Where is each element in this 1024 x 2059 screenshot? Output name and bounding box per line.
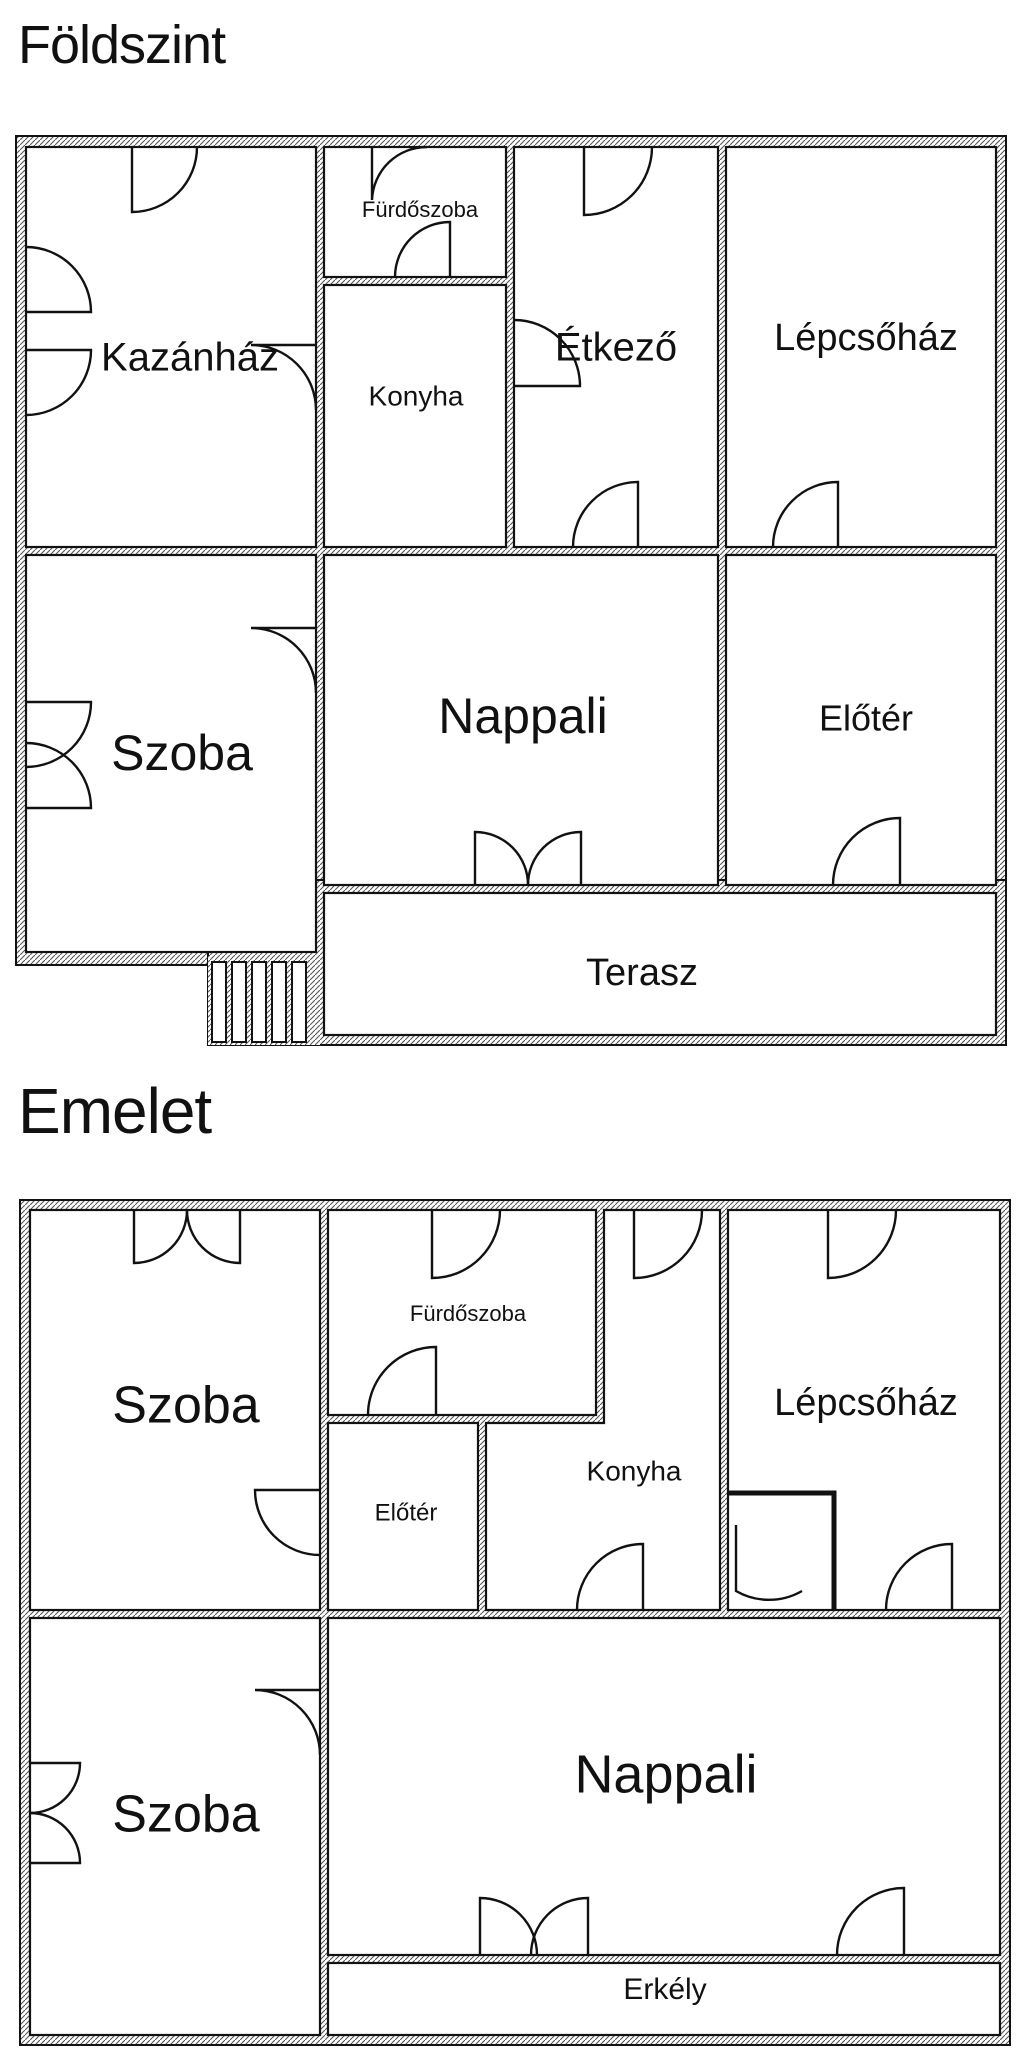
label-szoba-2: Szoba bbox=[112, 1786, 260, 1844]
room-furdoszoba bbox=[322, 145, 508, 279]
room-nappali bbox=[322, 553, 720, 887]
label-szoba: Szoba bbox=[111, 725, 253, 781]
room-etkezo bbox=[512, 145, 720, 549]
room-szoba bbox=[24, 553, 318, 954]
label-eloter: Előtér bbox=[819, 698, 913, 739]
door-konyha-upper-top bbox=[632, 1209, 704, 1280]
door-etkezo-top bbox=[582, 146, 654, 217]
door-stair-shaft bbox=[734, 1525, 803, 1601]
door-szoba2-left-1 bbox=[29, 1761, 82, 1815]
room-szoba-1 bbox=[28, 1208, 322, 1612]
room-erkely bbox=[326, 1961, 1002, 2037]
room-szoba-2 bbox=[28, 1616, 322, 2037]
door-nappali-left-leaf bbox=[473, 830, 530, 886]
door-nappali-upper-right bbox=[835, 1886, 906, 1956]
door-szoba2-right bbox=[254, 1688, 322, 1756]
door-kazanhaz-left-2 bbox=[25, 348, 93, 417]
door-eloter bbox=[831, 816, 902, 886]
room-konyha bbox=[322, 283, 508, 549]
label-eloter-upper: Előtér bbox=[375, 1499, 438, 1526]
room-konyha-upper bbox=[484, 1208, 722, 1612]
label-lepcsohaz-upper: Lépcsőház bbox=[774, 1382, 958, 1424]
ground-floor-plan: Fürdőszoba Kazánház Konyha Étkező Lépcső… bbox=[15, 135, 1007, 1046]
door-szoba-left-1 bbox=[25, 700, 93, 769]
label-terasz: Terasz bbox=[586, 952, 698, 994]
door-szoba-right bbox=[250, 626, 318, 694]
upper-floor-plan: Szoba Fürdőszoba Előtér Konyha Lépcsőház… bbox=[19, 1199, 1011, 2046]
door-lepcsohaz bbox=[771, 480, 840, 548]
room-eloter-upper bbox=[326, 1421, 480, 1612]
label-nappali: Nappali bbox=[438, 688, 608, 744]
label-erkely: Erkély bbox=[623, 1973, 706, 2006]
door-kazanhaz-right bbox=[250, 343, 318, 411]
door-szoba1-right bbox=[253, 1488, 321, 1557]
label-lepcsohaz: Lépcsőház bbox=[774, 317, 958, 359]
label-konyha: Konyha bbox=[369, 380, 464, 411]
room-lepcsohaz bbox=[724, 145, 998, 549]
room-nappali-upper bbox=[326, 1616, 1002, 1957]
room-furdoszoba-upper bbox=[326, 1208, 598, 1417]
door-szoba2-left-2 bbox=[29, 1811, 82, 1865]
door-furdoszoba-bottom bbox=[393, 220, 452, 278]
door-nappali-upper-right-leaf bbox=[529, 1896, 590, 1956]
door-szoba-left-2 bbox=[25, 741, 93, 810]
label-szoba-1: Szoba bbox=[112, 1377, 260, 1435]
door-szoba1-top-left-leaf bbox=[132, 1209, 189, 1265]
label-kazanhaz: Kazánház bbox=[101, 336, 279, 380]
door-furdoszoba-upper-bottom bbox=[366, 1345, 438, 1416]
door-nappali-upper-left-leaf bbox=[478, 1896, 539, 1956]
label-etkezo: Étkező bbox=[555, 325, 677, 370]
label-konyha-upper: Konyha bbox=[587, 1455, 682, 1486]
door-szoba1-top-right-leaf bbox=[185, 1209, 242, 1265]
label-nappali-upper: Nappali bbox=[574, 1744, 757, 1804]
stairs-steps bbox=[211, 961, 307, 1043]
door-lepcsohaz-upper-top bbox=[826, 1209, 898, 1280]
stair-shaft-wall bbox=[728, 1490, 837, 1610]
door-etkezo-left bbox=[513, 318, 582, 388]
door-kazanhaz-left-1 bbox=[25, 245, 93, 314]
door-kazanhaz-top bbox=[130, 146, 199, 214]
door-konyha-upper-bottom bbox=[575, 1542, 645, 1611]
label-furdoszoba-upper: Fürdőszoba bbox=[410, 1301, 527, 1326]
door-etkezo-bottom bbox=[571, 480, 640, 548]
room-terasz bbox=[322, 891, 998, 1037]
door-furdoszoba-upper-top bbox=[430, 1209, 502, 1280]
room-lepcsohaz-upper bbox=[726, 1208, 1002, 1612]
door-lepcsohaz-upper-bottom bbox=[884, 1542, 954, 1611]
upper-floor-title: Emelet bbox=[18, 1075, 212, 1147]
door-nappali-right-leaf bbox=[526, 830, 583, 886]
door-furdoszoba bbox=[370, 145, 428, 201]
label-furdoszoba: Fürdőszoba bbox=[362, 197, 479, 222]
ground-floor-title: Földszint bbox=[18, 15, 226, 75]
